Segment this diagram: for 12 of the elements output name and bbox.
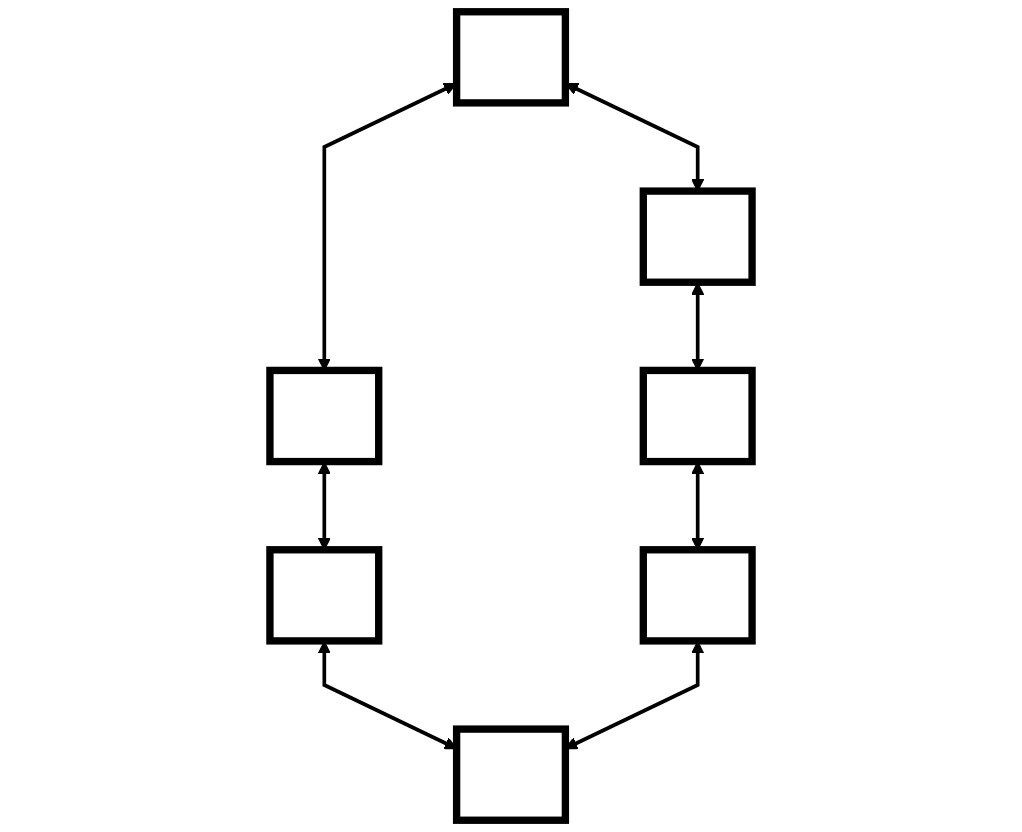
- double-arrow: [317, 82, 457, 371]
- square-box: [452, 8, 570, 107]
- square-box: [266, 546, 383, 645]
- square-box: [639, 187, 756, 286]
- double-arrow: [317, 461, 331, 551]
- double-arrow: [691, 461, 705, 551]
- square-box: [639, 546, 756, 645]
- double-arrow: [691, 282, 705, 371]
- square-box: [452, 725, 570, 824]
- square-box: [639, 366, 756, 466]
- square-box: [266, 366, 383, 466]
- double-arrow: [565, 82, 705, 192]
